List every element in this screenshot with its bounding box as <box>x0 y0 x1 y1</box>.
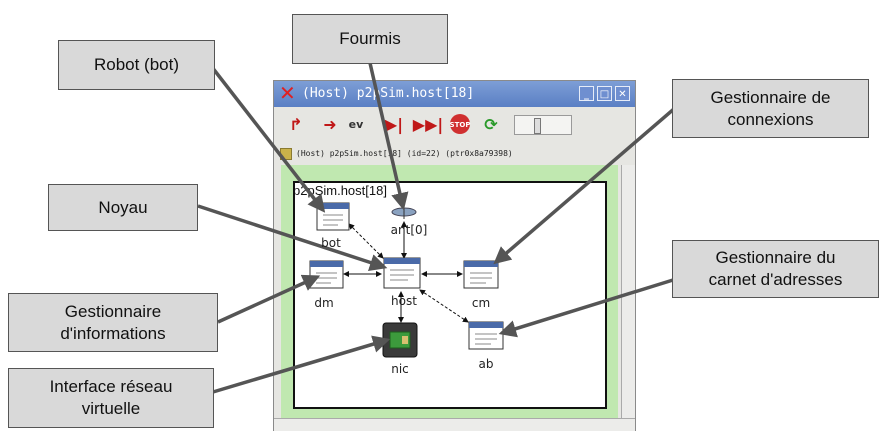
callout-gestionnaire-carnet: Gestionnaire du carnet d'adresses <box>672 240 879 298</box>
horizontal-scrollbar[interactable] <box>274 418 635 431</box>
nic-module-icon[interactable] <box>382 322 418 358</box>
toolbar: ↱ ➜ ev ▶| ▶▶| STOP ⟳ <box>274 107 635 143</box>
arrow-fourmis <box>368 62 409 211</box>
node-label-bot: bot <box>321 236 341 250</box>
maximize-icon[interactable]: □ <box>597 86 612 101</box>
arrow-carnet <box>498 269 703 338</box>
node-label-ant: ant[0] <box>390 223 428 237</box>
close-icon[interactable]: ✕ <box>615 86 630 101</box>
dm-module-icon[interactable] <box>309 260 344 289</box>
arrow-robot <box>206 60 326 213</box>
callout-interface-reseau: Interface réseau virtuelle <box>8 368 214 428</box>
node-label-ab: ab <box>478 357 494 371</box>
minimize-icon[interactable]: _ <box>579 86 594 101</box>
arrow-informations <box>217 274 321 324</box>
link-host-ab <box>419 289 469 323</box>
app-x-icon: ✕ <box>279 81 296 105</box>
ab-module-icon[interactable] <box>468 321 504 350</box>
run-icon[interactable]: ↱ <box>289 114 303 134</box>
arrow-noyau <box>197 204 388 271</box>
host-module-icon[interactable] <box>383 257 421 289</box>
node-label-host: host <box>391 294 417 308</box>
arrow-connexions <box>493 94 691 265</box>
stop-icon[interactable]: STOP <box>448 112 472 136</box>
ant-module-icon[interactable] <box>391 205 417 219</box>
status-text: (Host) p2pSim.host[18] (id=22) (ptr0x8a7… <box>296 149 513 158</box>
event-step-icon[interactable]: ev <box>348 117 364 131</box>
express-icon[interactable]: ▶▶| <box>412 114 444 134</box>
callout-gestionnaire-connexions: Gestionnaire de connexions <box>672 79 869 138</box>
node-label-dm: dm <box>314 296 334 310</box>
refresh-icon[interactable]: ⟳ <box>484 114 498 134</box>
title-bar: ✕ (Host) p2pSim.host[18] _ □ ✕ <box>274 81 635 107</box>
speed-slider[interactable] <box>514 115 572 135</box>
node-label-nic: nic <box>391 362 409 376</box>
callout-robot: Robot (bot) <box>58 40 215 90</box>
arrow-interface <box>212 335 391 394</box>
step-icon[interactable]: ➜ <box>323 114 337 134</box>
callout-noyau: Noyau <box>48 184 198 231</box>
link-bot-host <box>348 223 384 259</box>
callout-fourmis: Fourmis <box>292 14 448 64</box>
node-label-cm: cm <box>471 296 491 310</box>
cm-module-icon[interactable] <box>463 260 499 289</box>
fast-icon[interactable]: ▶| <box>384 114 404 134</box>
slider-thumb[interactable] <box>534 118 541 134</box>
window-title: (Host) p2pSim.host[18] <box>302 86 475 101</box>
callout-gestionnaire-informations: Gestionnaire d'informations <box>8 293 218 352</box>
svg-text:STOP: STOP <box>450 121 471 129</box>
